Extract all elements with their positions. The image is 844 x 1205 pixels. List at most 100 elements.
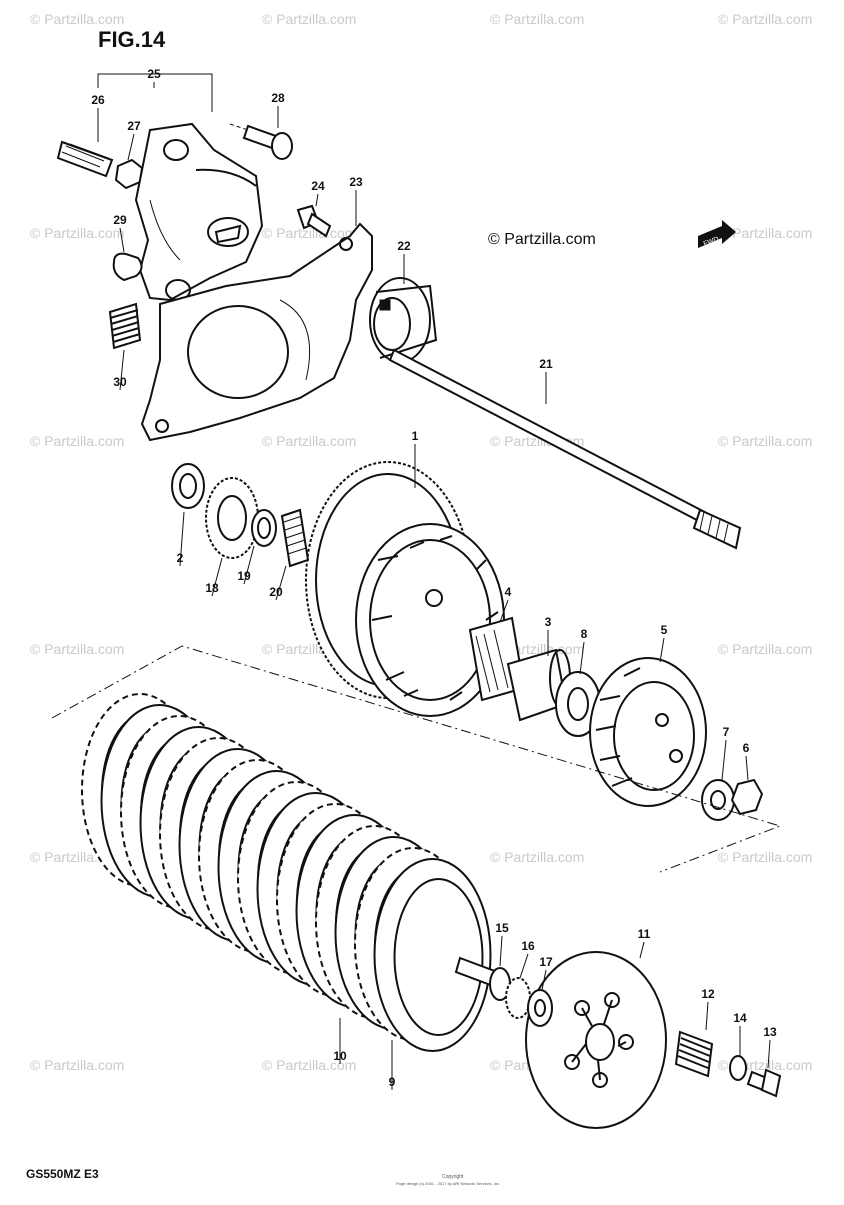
callout-label-24: 24 [311,179,325,193]
callout-label-8: 8 [581,627,588,641]
callout-leaders [97,82,771,1090]
part-11-pressure-plate [525,951,667,1129]
callout-label-20: 20 [269,585,283,599]
callout-leader-line [579,641,585,675]
callout-leader-line [211,557,223,597]
callout-label-5: 5 [661,623,668,637]
callout-leader-line [275,565,287,601]
part-18-gear [205,477,259,559]
callout-leader-line [315,193,319,207]
callout-label-19: 19 [237,569,251,583]
callout-label-12: 12 [701,987,715,1001]
callout-leader-line [119,349,125,391]
part-28-bolt [229,123,293,160]
watermark-text: © Partzilla.com [718,433,812,449]
callout-leader-line [659,637,665,663]
callout-leader-line [541,969,547,991]
callout-label-30: 30 [113,375,127,389]
watermark-text: © Partzilla.com [30,11,124,27]
footer-copyright: Copyright [442,1174,464,1180]
callout-leader-line [639,941,645,959]
part-15-pushrod-bearing [454,956,511,1001]
watermark-text: © Partzilla.com [718,641,812,657]
callout-label-10: 10 [333,1049,347,1063]
clutch-release-assembly [56,73,293,350]
figure-title: FIG.14 [98,27,166,52]
callout-labels: 1234567891011121314151617181920212223242… [91,67,777,1089]
callout-label-25: 25 [147,67,161,81]
watermark-text: © Partzilla.com [30,225,124,241]
callout-label-22: 22 [397,239,411,253]
part-1-clutch-housing [305,461,505,717]
watermark-text: © Partzilla.com [30,641,124,657]
part-16-bearing [505,977,531,1019]
part-13-bolt [746,1068,782,1098]
callout-label-14: 14 [733,1011,747,1025]
part-29-bushing [112,252,143,282]
callout-label-3: 3 [545,615,552,629]
part-22-pusher [369,277,438,363]
watermark-text: © Partzilla.com [262,225,356,241]
watermark-text: © Partzilla.com [30,433,124,449]
part-2-thrust-washer [171,463,205,509]
part-21-push-rod [388,348,742,550]
part-5-clutch-hub [589,657,707,807]
part-14-washer [729,1055,747,1081]
center-watermark: © Partzilla.com [488,231,596,248]
part-6-nut [730,778,764,816]
watermark-text: © Partzilla.com [718,849,812,865]
callout-leader-line [767,1039,771,1069]
part-19-spacer [251,509,277,547]
callout-label-15: 15 [495,921,509,935]
part-24-bolt [296,204,332,238]
callout-label-7: 7 [723,725,730,739]
plate-inner-ring [393,878,484,1036]
model-code: GS550MZ E3 [26,1167,99,1181]
part-25-release-body [134,122,264,302]
part-17-washer [527,989,553,1027]
part-12-clutch-spring [674,1030,714,1078]
part-8-thrust-washer [555,671,601,737]
callout-leader-line [179,511,185,567]
callout-leader-line [119,227,125,253]
watermark-text: © Partzilla.com [718,11,812,27]
watermark-text: © Partzilla.com [490,849,584,865]
watermark-text: © Partzilla.com [718,225,812,241]
callout-leader-line [705,1001,709,1031]
watermark-text: © Partzilla.com [30,1057,124,1073]
part-27-nut [114,158,144,190]
part-20-needle-bearing [280,508,310,568]
callout-label-9: 9 [389,1075,396,1089]
watermark-text: © Partzilla.com [490,11,584,27]
callout-label-2: 2 [177,551,184,565]
callout-label-26: 26 [91,93,105,107]
callout-leader-line [243,545,255,585]
clutch-plate-stack [81,693,492,1052]
callout-leader-line [519,953,529,979]
part-26-adjusting-screw [56,140,114,178]
callout-label-23: 23 [349,175,363,189]
callout-label-11: 11 [638,927,651,941]
plate-stack-outline [51,645,782,873]
watermark-text: © Partzilla.com [262,11,356,27]
callout-label-4: 4 [505,585,512,599]
watermark-text: © Partzilla.com [262,1057,356,1073]
callout-leader-line [745,755,749,781]
callout-label-21: 21 [539,357,553,371]
callout-label-13: 13 [763,1025,777,1039]
callout-label-17: 17 [539,955,553,969]
callout-label-6: 6 [743,741,750,755]
callout-leader-line [127,133,135,161]
footer-page-design: Page design (c) 2001 - 2017 by ARI Netwo… [396,1181,500,1186]
part-23-gasket [140,222,373,442]
callout-label-1: 1 [412,429,419,443]
callout-leader-line [721,739,727,781]
part-7-lock-washer [701,779,735,821]
callout-leader-line [499,935,503,967]
part-30-spring [108,302,142,350]
driven-plate [373,858,492,1052]
watermark-text: © Partzilla.com [262,433,356,449]
callout-label-29: 29 [113,213,127,227]
